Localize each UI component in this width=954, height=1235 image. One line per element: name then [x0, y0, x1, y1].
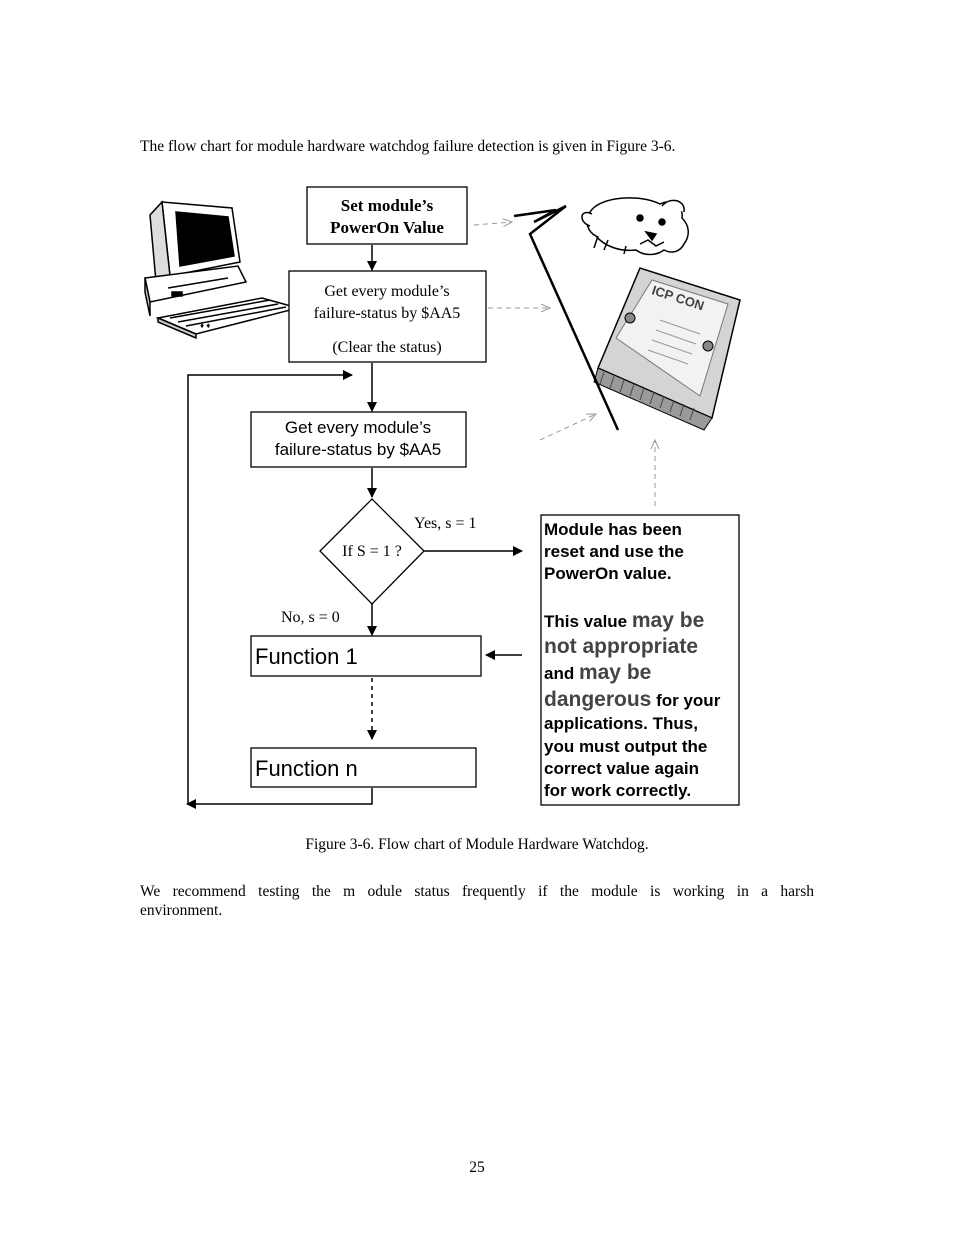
svg-text:not appropriate: not appropriate: [544, 635, 698, 658]
svg-text:Module has been: Module has been: [544, 520, 682, 539]
watchdog-signal-line: [513, 204, 620, 431]
svg-text:PowerOn Value: PowerOn Value: [330, 218, 444, 237]
svg-text:Get every module’s: Get every module’s: [324, 283, 449, 300]
box-function-n: Function n: [250, 747, 477, 788]
svg-text:reset and use the: reset and use the: [544, 542, 684, 561]
svg-text:and may be: and may be: [544, 661, 651, 684]
box-clear-status: Get every module’s failure-status by $AA…: [288, 270, 487, 363]
svg-text:correct value again: correct value again: [544, 759, 699, 778]
svg-text:If S = 1 ?: If S = 1 ?: [342, 543, 402, 560]
decision-diamond: If S = 1 ?: [319, 498, 425, 605]
box-function-1: Function 1: [250, 635, 482, 677]
svg-text:This value may be: This value may be: [544, 609, 704, 632]
svg-text:dangerous for your: dangerous for your: [544, 688, 721, 711]
svg-text:applications. Thus,: applications. Thus,: [544, 714, 698, 733]
svg-text:PowerOn value.: PowerOn value.: [544, 564, 672, 583]
figure-caption: Figure 3-6. Flow chart of Module Hardwar…: [305, 836, 649, 853]
svg-text:failure-status by $AA5: failure-status by $AA5: [275, 440, 441, 459]
svg-text:for work correctly.: for work correctly.: [544, 781, 691, 800]
svg-text:Function n: Function n: [255, 756, 358, 781]
svg-text:♦ ♦: ♦ ♦: [200, 321, 210, 330]
dashed-pointer-arrows: [473, 222, 655, 506]
computer-icon: ♦ ♦: [144, 200, 301, 340]
svg-text:Function 1: Function 1: [255, 644, 358, 669]
svg-text:you must output the: you must output the: [544, 737, 707, 756]
module-device-icon: ICP CON: [593, 267, 741, 431]
body-paragraph: We recommend testing the m odule status …: [140, 883, 814, 919]
svg-text:Set module’s: Set module’s: [341, 196, 434, 215]
svg-text:(Clear the status): (Clear the status): [332, 339, 441, 356]
intro-text: The flow chart for module hardware watch…: [140, 138, 676, 155]
svg-text:failure-status by $AA5: failure-status by $AA5: [314, 305, 461, 322]
box-set-power-on: Set module’s PowerOn Value: [306, 186, 468, 245]
yes-label: Yes, s = 1: [414, 515, 477, 532]
warning-note: Module has been reset and use the PowerO…: [540, 514, 740, 806]
box-get-status: Get every module’s failure-status by $AA…: [250, 411, 467, 468]
bulldog-icon: [581, 197, 689, 256]
svg-text:Get every module’s: Get every module’s: [285, 418, 431, 437]
page-number: 25: [469, 1159, 485, 1176]
no-label: No, s = 0: [281, 609, 340, 626]
